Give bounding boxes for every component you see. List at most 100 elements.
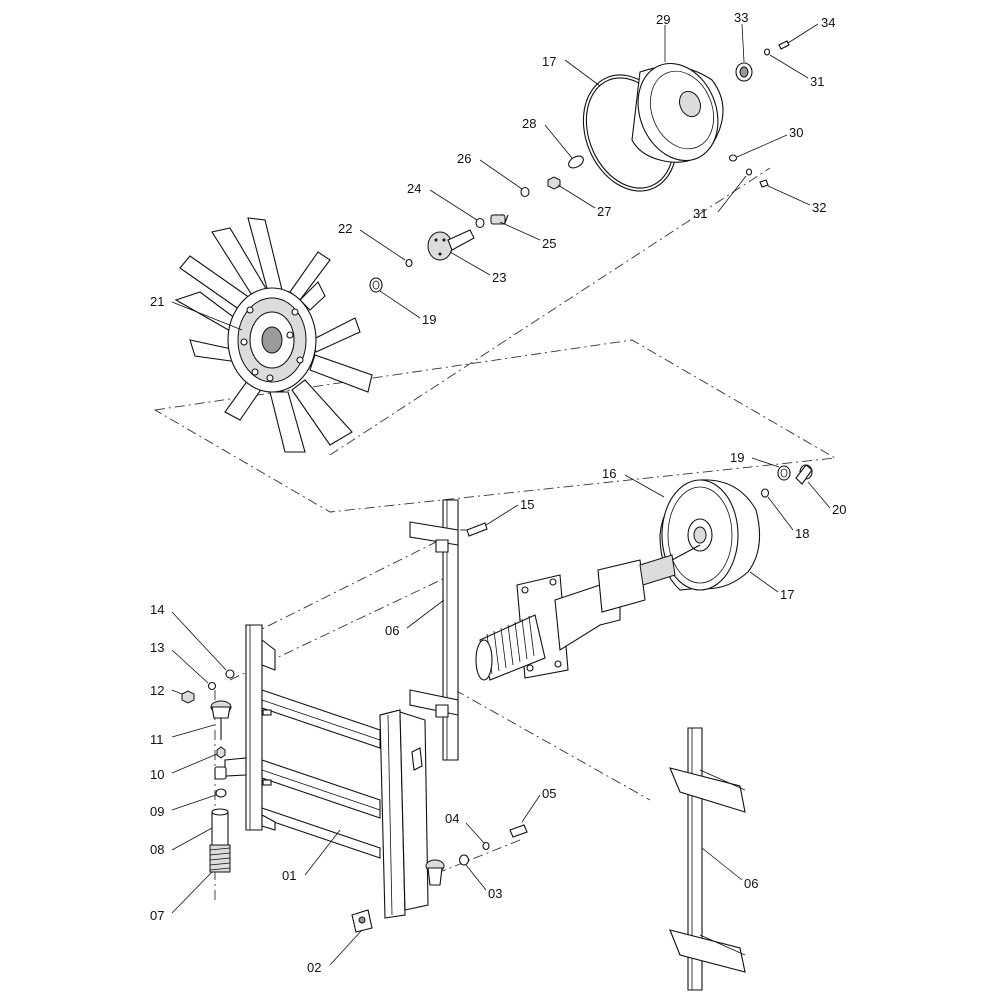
mount-hardware <box>181 669 235 873</box>
callout-15: 15 <box>485 497 534 526</box>
callout-24-label: 24 <box>407 181 421 196</box>
frame-01 <box>224 624 429 919</box>
callout-05-label: 05 <box>542 786 556 801</box>
sleeve-08 <box>211 808 229 846</box>
callout-18-label: 18 <box>795 526 809 541</box>
hub-parts <box>369 155 584 293</box>
callout-22-label: 22 <box>338 221 352 236</box>
callout-17b: 17 <box>749 571 794 602</box>
callout-03: 03 <box>465 864 502 901</box>
washer-31-mid <box>745 168 753 176</box>
callout-23: 23 <box>449 251 506 285</box>
callout-19b: 19 <box>730 450 780 468</box>
callout-31b-label: 31 <box>693 206 707 221</box>
callout-05: 05 <box>521 786 556 823</box>
callout-19b-label: 19 <box>730 450 744 465</box>
callout-12: 12 <box>150 683 183 698</box>
callout-26: 26 <box>457 151 523 190</box>
callout-13-label: 13 <box>150 640 164 655</box>
nut-10 <box>216 746 226 759</box>
callout-16: 16 <box>602 466 665 498</box>
spring-25 <box>490 213 509 225</box>
callout-33-label: 33 <box>734 10 748 25</box>
callout-18: 18 <box>767 496 809 541</box>
callout-02-label: 02 <box>307 960 321 975</box>
spring-07 <box>209 844 231 873</box>
fan-assembly <box>174 217 373 453</box>
bearing-19-lower <box>777 465 791 481</box>
callout-11: 11 <box>150 724 215 747</box>
callout-11-label: 11 <box>150 732 164 747</box>
callout-01-label: 01 <box>282 868 296 883</box>
callout-14-label: 14 <box>150 602 164 617</box>
callout-08: 08 <box>150 827 213 857</box>
callout-15-label: 15 <box>520 497 534 512</box>
callout-01: 01 <box>282 829 341 883</box>
washer-13 <box>207 681 217 691</box>
callout-06a-label: 06 <box>385 623 399 638</box>
callout-08-label: 08 <box>150 842 164 857</box>
flange-shaft-23 <box>427 229 475 261</box>
plate-02 <box>351 909 373 933</box>
washer-24 <box>475 217 485 229</box>
callout-32-label: 32 <box>812 200 826 215</box>
callout-31a-label: 31 <box>810 74 824 89</box>
lower-hardware <box>351 824 528 933</box>
washer-18 <box>760 488 770 498</box>
callout-09: 09 <box>150 794 217 819</box>
callout-10: 10 <box>150 753 218 782</box>
bracket-06-middle <box>409 499 488 761</box>
callout-32: 32 <box>767 185 826 215</box>
callout-25: 25 <box>499 221 556 251</box>
mount-lower <box>425 859 445 886</box>
washer-09 <box>215 788 227 798</box>
washer-31-top <box>763 48 771 56</box>
screw-32 <box>759 179 769 188</box>
bracket-06-right <box>669 727 746 991</box>
washer-04 <box>482 841 490 851</box>
callout-34-label: 34 <box>821 15 835 30</box>
spacer-10b <box>214 766 227 780</box>
callout-09-label: 09 <box>150 804 164 819</box>
nut-12 <box>181 690 195 704</box>
shaft-housing <box>475 544 701 681</box>
callout-31a: 31 <box>769 54 824 89</box>
washer-26 <box>520 186 530 198</box>
callout-30: 30 <box>736 125 803 158</box>
callout-33: 33 <box>734 10 748 63</box>
callout-14: 14 <box>150 602 227 671</box>
callout-28-label: 28 <box>522 116 536 131</box>
bearing-19-upper <box>369 277 383 293</box>
screw-34 <box>778 40 790 50</box>
callout-07-label: 07 <box>150 908 164 923</box>
callout-16-label: 16 <box>602 466 616 481</box>
callout-06b-label: 06 <box>744 876 758 891</box>
ring-22 <box>405 258 413 268</box>
washer-03 <box>458 854 470 866</box>
callout-28: 28 <box>522 116 573 159</box>
callout-24: 24 <box>407 181 478 221</box>
callout-17a-label: 17 <box>542 54 556 69</box>
callout-17b-label: 17 <box>780 587 794 602</box>
cover-assembly-29 <box>582 40 790 192</box>
washer-14 <box>225 669 235 679</box>
callout-26-label: 26 <box>457 151 471 166</box>
callout-02: 02 <box>307 929 363 975</box>
callout-13: 13 <box>150 640 209 684</box>
callout-22: 22 <box>338 221 406 261</box>
callouts: 01 02 03 04 05 06 06 07 08 09 10 11 12 1… <box>150 10 846 975</box>
pulley-assembly <box>659 464 813 591</box>
callout-23-label: 23 <box>492 270 506 285</box>
callout-10-label: 10 <box>150 767 164 782</box>
callout-27: 27 <box>557 184 611 219</box>
callout-25-label: 25 <box>542 236 556 251</box>
callout-07: 07 <box>150 871 213 923</box>
callout-19a: 19 <box>379 290 436 327</box>
callout-20: 20 <box>807 481 846 517</box>
callout-19a-label: 19 <box>422 312 436 327</box>
washer-30 <box>728 154 738 162</box>
bolt-15 <box>466 522 488 537</box>
oring-28 <box>568 155 584 169</box>
